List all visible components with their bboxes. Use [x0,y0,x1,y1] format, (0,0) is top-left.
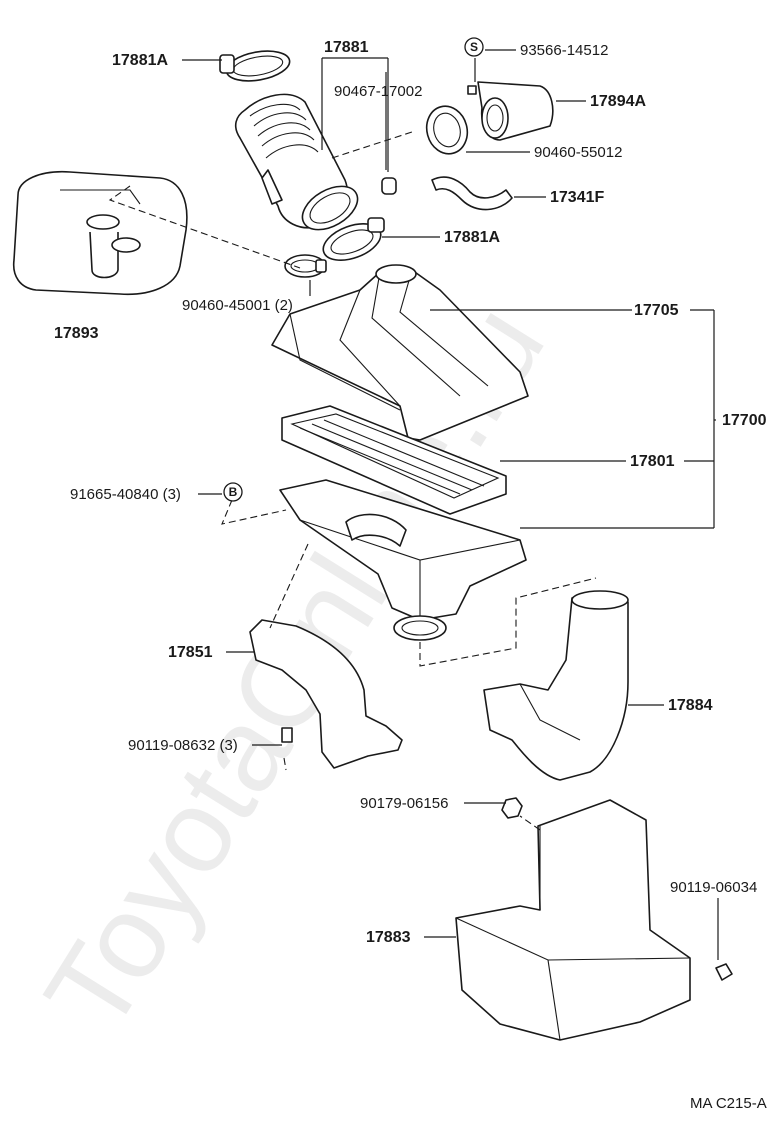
part-90460-55012-clamp [425,105,469,155]
label-17801: 17801 [630,453,675,470]
diagram-code: MA C215-A [690,1095,767,1112]
part-17881a-clamp-top [219,50,291,82]
part-93566-14512-screw [467,85,477,95]
label-17881a-mid: 17881A [444,229,500,246]
label-17705: 17705 [634,302,679,319]
label-17894a: 17894A [590,93,646,110]
part-17893-resonator [12,170,188,296]
label-17881a-top: 17881A [112,52,168,69]
label-90179-06156: 90179-06156 [360,795,448,812]
part-90467-17002-plug [381,177,397,195]
part-17894a-connector [477,81,554,141]
part-90460-45001-clamp [284,254,327,278]
label-91665-40840: 91665-40840 (3) [70,486,181,503]
label-17884: 17884 [668,697,713,714]
label-17883: 17883 [366,929,411,946]
label-90460-45001: 90460-45001 (2) [182,297,293,314]
part-90119-06034-bolt [715,963,733,981]
badge-s-text: S [470,40,478,54]
badge-s: S [464,37,484,57]
label-90460-55012: 90460-55012 [534,144,622,161]
label-93566-14512: 93566-14512 [520,42,608,59]
leader-lines [182,49,719,960]
badge-b: B [223,482,243,502]
part-17705-upper-cover [271,264,529,441]
label-90119-06034: 90119-06034 [670,879,757,896]
badge-b-text: B [229,485,238,499]
part-17884-duct [483,590,629,781]
label-90467-17002: 90467-17002 [334,83,422,100]
part-17881-intake-hose [234,93,359,231]
label-17851: 17851 [168,644,213,661]
part-17851-bracket [249,619,403,769]
part-90179-06156-nut [501,797,523,819]
label-17881: 17881 [324,39,369,56]
label-90119-08632: 90119-08632 (3) [128,737,238,754]
part-17883-lower-box [455,799,691,1041]
dashed-guides [108,131,597,831]
part-17341f-hose [431,176,513,211]
part-90119-08632-bolt [281,727,293,743]
label-17700: 17700 [722,412,767,429]
part-17881a-clamp-mid [322,217,385,262]
part-17801-filter [281,405,507,515]
part-lower-case [279,479,527,641]
label-17341f: 17341F [550,189,604,206]
label-17893: 17893 [54,325,99,342]
